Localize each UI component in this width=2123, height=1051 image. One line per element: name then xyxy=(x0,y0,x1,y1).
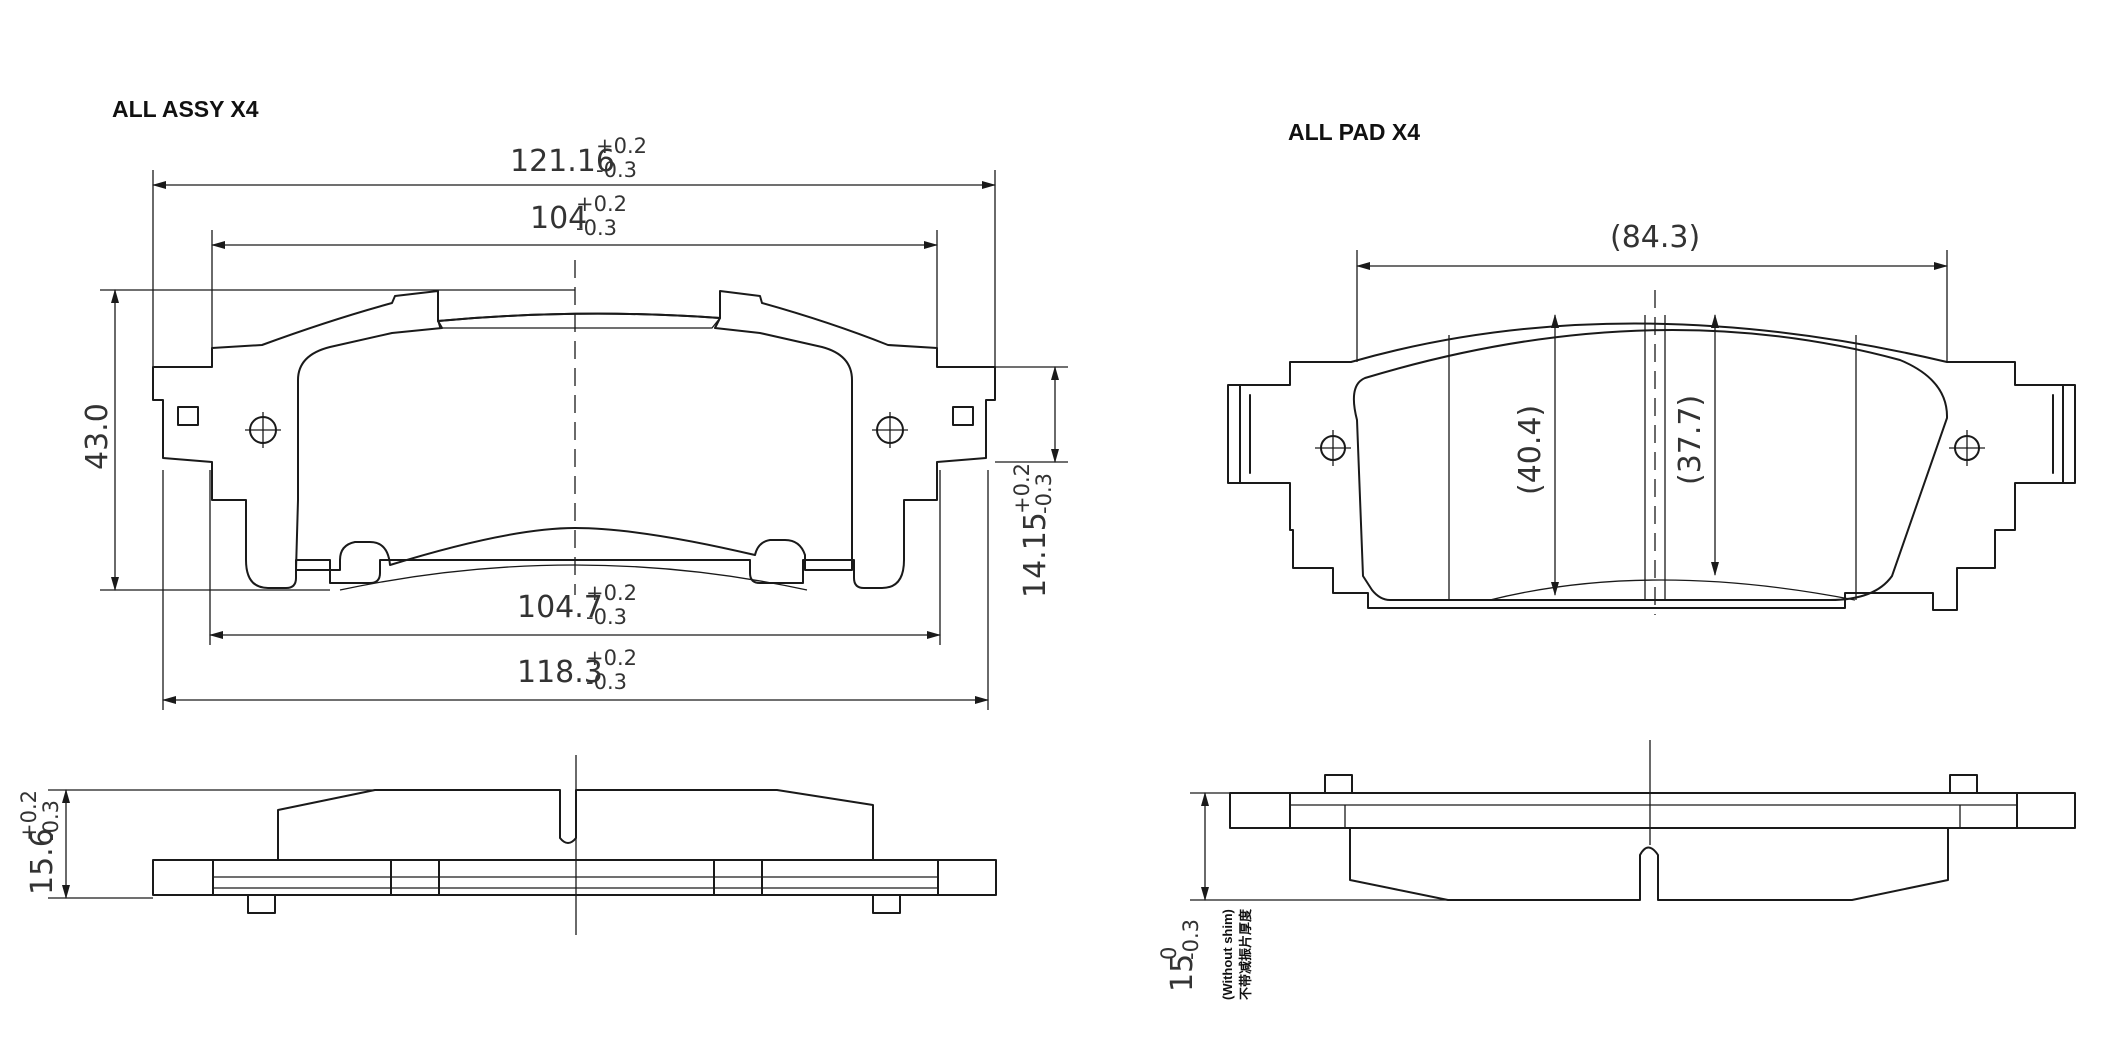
dim-118-3-tol-down: -0.3 xyxy=(586,670,627,694)
dim-121-16: 121.16 xyxy=(510,144,615,179)
pad-side-view: 15 0 -0.3 (Without shim) 不带减振片厚度 xyxy=(1157,740,2076,1000)
dim-14-15: 14.15 xyxy=(1018,512,1053,598)
assy-dimensions: 121.16 +0.2 -0.3 104 +0.2 -0.3 104.7 +0.… xyxy=(80,134,1068,710)
dim-104-7-tol-down: -0.3 xyxy=(586,605,627,629)
dim-43: 43.0 xyxy=(80,403,115,470)
dim-37-7: (37.7) xyxy=(1673,395,1708,485)
dim-15-tol-up: 0 xyxy=(1157,947,1181,960)
dim-40-4: (40.4) xyxy=(1513,405,1548,495)
pad-header: ALL PAD X4 xyxy=(1288,119,1420,145)
dim-121-tol-up: +0.2 xyxy=(596,134,647,158)
dim-15-6-tol-down: -0.3 xyxy=(39,800,63,841)
pad-front-view xyxy=(1227,290,2076,615)
dim-15-6: 15.6 xyxy=(25,828,60,895)
dim-121-tol-down: -0.3 xyxy=(596,158,637,182)
dim-104: 104 xyxy=(530,201,587,236)
note-without-shim-cn: 不带减振片厚度 xyxy=(1238,908,1253,1000)
assy-front-view xyxy=(152,260,996,595)
dim-14-15-tol-up: +0.2 xyxy=(1010,463,1034,514)
dim-84-3: (84.3) xyxy=(1610,220,1700,255)
dim-118-3: 118.3 xyxy=(517,655,603,690)
assy-side-view: 15.6 +0.2 -0.3 xyxy=(17,755,997,935)
dim-104-7-tol-up: +0.2 xyxy=(586,581,637,605)
note-without-shim: (Without shim) xyxy=(1220,909,1235,1000)
dim-14-15-tol-down: -0.3 xyxy=(1032,473,1056,514)
dim-104-tol-up: +0.2 xyxy=(576,192,627,216)
dim-15-6-tol-up: +0.2 xyxy=(17,790,41,841)
dim-15-tol-down: -0.3 xyxy=(1179,919,1203,960)
assy-header: ALL ASSY X4 xyxy=(112,96,259,122)
pad-dimensions: (84.3) (40.4) (37.7) xyxy=(1356,220,1948,596)
dim-118-3-tol-up: +0.2 xyxy=(586,646,637,670)
dim-104-7: 104.7 xyxy=(517,590,603,625)
dim-104-tol-down: -0.3 xyxy=(576,216,617,240)
dim-15: 15 xyxy=(1165,954,1200,992)
